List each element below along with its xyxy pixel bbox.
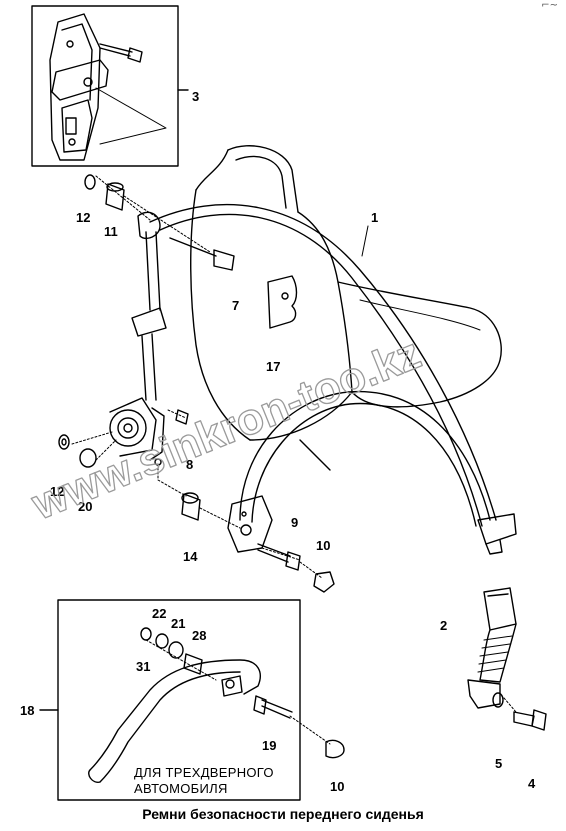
- corner-mark: ⌐~: [541, 0, 558, 11]
- spacer-14: [181, 492, 201, 521]
- callout-9: 9: [291, 515, 298, 530]
- seat-outline: [190, 145, 502, 471]
- adjuster-inset-box: [31, 5, 189, 167]
- callout-10-upper: 10: [316, 538, 330, 553]
- callout-20: 20: [78, 499, 92, 514]
- callout-4: 4: [528, 776, 536, 791]
- watermark: www.sinkron-too.kz: [24, 329, 427, 530]
- diagram-caption: Ремни безопасности переднего сиденья: [142, 806, 424, 822]
- callout-5: 5: [495, 756, 502, 771]
- bolt-9: [257, 543, 301, 571]
- lower-anchor-bracket: [227, 495, 273, 553]
- retractor-assembly: [109, 231, 189, 466]
- callout-11: 11: [104, 224, 118, 239]
- callout-2: 2: [440, 618, 447, 633]
- callout-18: 18: [20, 703, 34, 718]
- callout-1: 1: [371, 210, 378, 225]
- left-washers: [58, 434, 97, 468]
- callout-12-lower: 12: [50, 484, 64, 499]
- buckle-assembly: [467, 587, 547, 731]
- callout-17: 17: [266, 359, 280, 374]
- callout-7: 7: [232, 298, 239, 313]
- inset-note-line2: АВТОМОБИЛЯ: [134, 781, 228, 796]
- callout-12-upper: 12: [76, 210, 90, 225]
- guide-rail: [89, 659, 261, 783]
- callout-labels: 1 2 3 4 5 7 8 9 10 10 11 12 12 14 17 18 …: [20, 89, 536, 794]
- cap-10: [313, 571, 335, 593]
- height-adjuster-part: [49, 13, 109, 161]
- belt-webbing: [149, 203, 497, 527]
- callout-10-inset: 10: [330, 779, 344, 794]
- part-17: [267, 275, 298, 329]
- callout-21: 21: [171, 616, 185, 631]
- three-door-inset-box: [39, 599, 345, 801]
- callout-8: 8: [186, 457, 193, 472]
- callout-19: 19: [262, 738, 276, 753]
- leader-lines: [71, 175, 323, 579]
- callout-28: 28: [192, 628, 206, 643]
- callout-14: 14: [183, 549, 198, 564]
- adjuster-bolt: [99, 43, 143, 63]
- inset-note-line1: ДЛЯ ТРЕХДВЕРНОГО: [134, 765, 274, 780]
- callout-22: 22: [152, 606, 166, 621]
- upper-anchor-parts: [84, 174, 235, 271]
- belt-tongue: [477, 513, 517, 555]
- callout-3: 3: [192, 89, 199, 104]
- callout-31: 31: [136, 659, 150, 674]
